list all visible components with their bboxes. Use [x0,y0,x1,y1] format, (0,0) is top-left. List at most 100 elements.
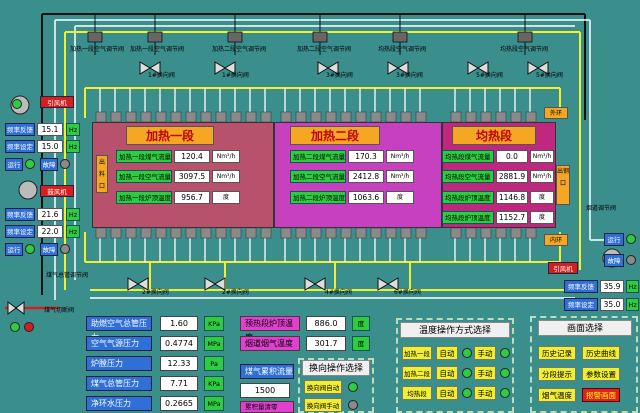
gas-cutoff-indicator-green [10,322,20,332]
switch-op-panel [298,358,374,413]
fault1-indicator [60,159,70,169]
furnace-pressure-value: 12.33 [160,356,198,371]
s3-top-temp-label-2: 均热段炉顶温度 [442,211,494,224]
right-freq-value: 35.9 [600,280,624,293]
param-settings-button[interactable]: 参数设置 [582,367,620,381]
top-valve-label-5: 均热段空气调节阀 [378,46,427,53]
temp-op-s3-auto-button[interactable]: 自动 [436,386,458,400]
history-record-button[interactable]: 历史记录 [538,346,576,360]
section-2-title: 加热二段 [290,126,380,145]
s2-top-temp-value: 1063.6 [348,191,384,204]
changeover-manual-button[interactable]: 换向阀手动 [304,398,342,412]
run2-label: 运行 [5,243,23,256]
run2-indicator [25,244,35,254]
top-valve-label-4: 加热二段空气调节阀 [297,46,352,53]
top-valve-label-3: 加热二段空气调节阀 [212,46,267,53]
changeover-valve-label-4[interactable]: 3#换向阀 [396,72,423,79]
changeover-valve-label-2[interactable]: 1#换向阀 [222,72,249,79]
bottom-valve-label-2[interactable]: 2#换向阀 [222,289,249,296]
top-valve-label-1: 加热一段空气调节阀 [70,46,125,53]
gas-main-pressure-label: 煤气总管压力 [86,376,152,391]
inner-ring-label: 内环 [544,234,568,246]
freq1-unit: Hz [66,123,80,136]
gas-cutoff-indicator-red [24,322,34,332]
freq4-input[interactable]: 22.0 [37,225,63,238]
changeover-valve-label-5[interactable]: 5#换向阀 [476,72,503,79]
flue-temp-button[interactable]: 烟气温度 [538,388,576,402]
air-main-pressure-unit: KPa [204,316,224,331]
s1-top-temp-unit: 度 [212,191,240,204]
switch-op-title: 换向操作选择 [302,360,370,376]
right-freq2-unit: Hz [626,298,639,311]
air-source-pressure-value: 0.4774 [160,336,198,351]
temp-op-s3-manual-button[interactable]: 手动 [474,386,496,400]
right-freq-label: 频率反馈 [564,280,598,293]
right-fault-indicator [626,255,636,265]
temp-op-s3-manual-indicator [500,388,510,398]
s3-gas-flow-unit: Nm³/h [530,150,554,163]
bottom-valve-label-3[interactable]: 4#换向阀 [325,289,352,296]
temp-op-s1-name: 加热一段 [402,346,432,360]
temp-op-s2-auto-indicator [462,368,472,378]
temp-op-title: 温度操作方式选择 [400,322,510,338]
fan1-icon[interactable] [12,99,22,109]
run1-label: 运行 [5,158,23,171]
gas-total-reset-button[interactable]: 累积量清零 [240,401,294,413]
changeover-valve-label-3[interactable]: 3#换向阀 [326,72,353,79]
changeover-valve-label-1[interactable]: 1#换向阀 [148,72,175,79]
freq2-input[interactable]: 15.0 [37,140,63,153]
section-1-title: 加热一段 [126,126,214,145]
gas-main-valve-label[interactable]: 煤气总管调节阀 [46,272,89,279]
s1-air-flow-value: 3097.5 [174,170,210,183]
changeover-valve-label-6[interactable]: 5#换向阀 [536,72,563,79]
temp-op-s1-manual-button[interactable]: 手动 [474,346,496,360]
right-freq2-input[interactable]: 35.0 [600,298,624,311]
fault2-label: 故障 [40,243,58,256]
temp-op-s2-auto-button[interactable]: 自动 [436,366,458,380]
s1-gas-flow-label: 加热一段煤气流量 [116,150,172,163]
alarm-screen-button[interactable]: 报警画面 [582,388,620,402]
screen-select-title: 画面选择 [538,320,632,336]
air-main-pressure-label: 助燃空气总管压力 [86,316,152,342]
s3-top-temp-unit-1: 度 [530,191,554,204]
gas-total-value: 1500 [240,383,290,398]
s2-air-flow-label: 加热二段空气流量 [290,170,346,183]
top-valve-label-6: 均热段空气调节阀 [500,46,549,53]
blower-label: 鼓风机 [40,185,74,197]
s3-gas-flow-label: 均热段煤气流量 [442,150,494,163]
changeover-auto-button[interactable]: 换向阀自动 [304,380,342,394]
s2-gas-flow-value: 170.3 [348,150,384,163]
air-main-pressure-value: 1.60 [160,316,198,331]
temp-op-s2-manual-button[interactable]: 手动 [474,366,496,380]
top-valve-label-2: 加热一段空气调节阀 [130,46,185,53]
outer-ring-label: 外环 [544,107,568,119]
section-hint-button[interactable]: 分段提示 [538,367,576,381]
preheat-top-temp-label: 预热段炉顶温度 [240,316,300,342]
s1-gas-flow-value: 120.4 [174,150,210,163]
history-curve-button[interactable]: 历史曲线 [582,346,620,360]
right-fan-label: 引风机 [548,262,578,274]
furnace-pressure-unit: Pa [204,356,224,371]
bottom-valve-label-4[interactable]: 6#换向阀 [394,289,421,296]
temp-op-s3-name: 均热段 [402,386,432,400]
temp-op-s3-auto-indicator [462,388,472,398]
water-pressure-unit: MPa [204,396,224,411]
preheat-top-temp-value: 886.0 [306,316,346,331]
fault2-indicator [60,244,70,254]
inlet-label: 出料口 [96,155,108,193]
water-pressure-label: 净环水压力 [86,396,152,411]
s1-air-flow-unit: Nm³/h [212,170,240,183]
flue-valve-label[interactable]: 烟道调节阀 [586,205,617,212]
gas-total-label: 煤气累积流量 [240,364,294,379]
s1-gas-flow-unit: Nm³/h [212,150,240,163]
temp-op-s1-auto-button[interactable]: 自动 [436,346,458,360]
gas-cutoff-valve-label[interactable]: 煤气切断阀 [44,307,75,314]
s2-gas-flow-unit: Nm³/h [386,150,414,163]
s3-air-flow-label: 均热段空气流量 [442,170,494,183]
s2-top-temp-label: 加热二段炉顶温度 [290,191,346,204]
right-run-indicator [626,234,636,244]
gas-main-pressure-unit: KPa [204,376,224,391]
bottom-valve-label-1[interactable]: 2#换向阀 [142,289,169,296]
